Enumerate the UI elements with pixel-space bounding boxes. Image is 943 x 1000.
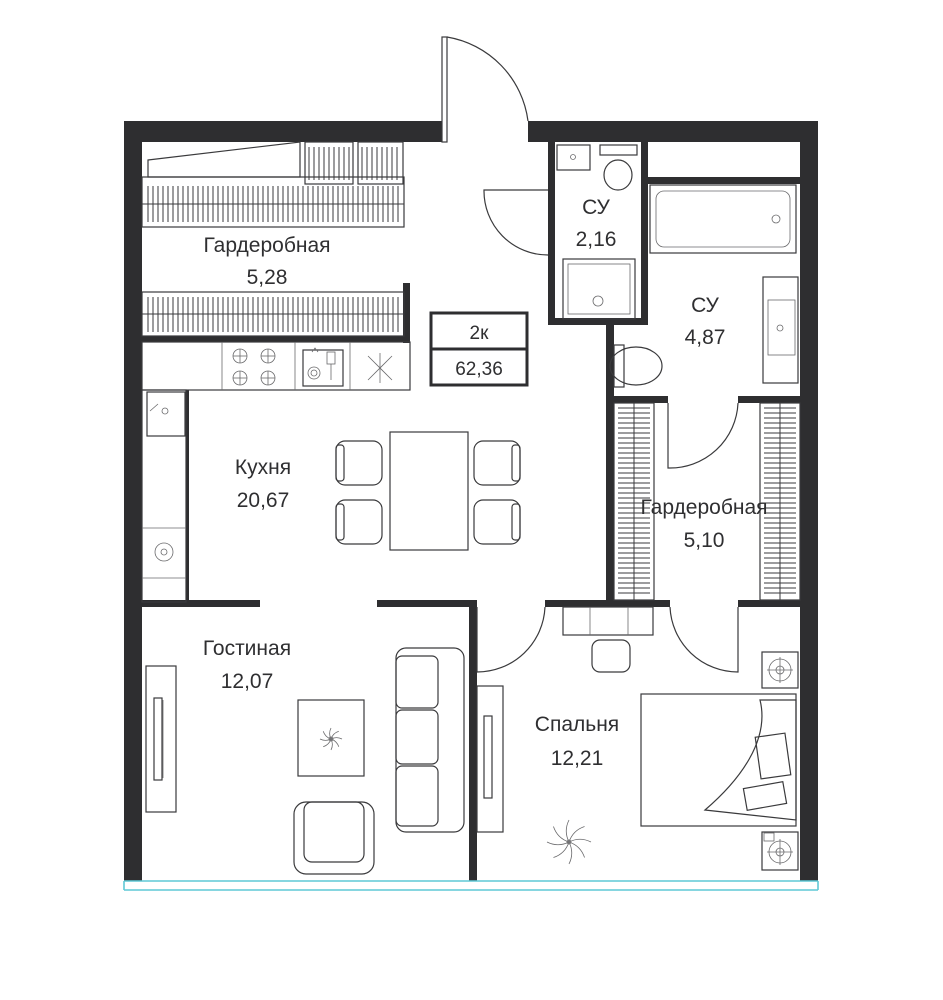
walls: [124, 121, 818, 881]
tv-unit: [145, 665, 177, 813]
room-area-bathroom-1: 2,16: [576, 228, 617, 251]
wardrobe-1-hanger-rails: [142, 147, 404, 332]
room-area-bedroom: 12,21: [551, 747, 604, 770]
bedside-table-top-icon: [761, 651, 799, 689]
room-name-living-room: Гостиная: [203, 637, 291, 660]
wardrobe-2-bedroom-door-swing-icon: [669, 606, 739, 673]
kitchen-counter-top: [141, 341, 411, 391]
room-area-wardrobe-2: 5,10: [684, 529, 725, 552]
kitchen-bedroom-door-swing-icon: [476, 606, 546, 673]
coffee-table: [297, 699, 365, 777]
room-area-kitchen: 20,67: [237, 489, 290, 512]
dining-table: [389, 431, 469, 551]
room-area-bathroom-2: 4,87: [685, 326, 726, 349]
room-name-bathroom-1: СУ: [582, 196, 610, 219]
entrance-door-icon: [441, 36, 529, 143]
kitchen-side-counter: [141, 389, 187, 603]
apartment-summary-box: [429, 311, 529, 387]
room-area-living-room: 12,07: [221, 670, 274, 693]
su1-fixtures: [556, 144, 638, 320]
bed: [640, 693, 797, 827]
bedroom-tv-unit: [476, 685, 504, 833]
room-name-kitchen: Кухня: [235, 456, 291, 479]
room-labels: Гардеробная 5,28 СУ 2,16 СУ 4,87 Кухня 2…: [203, 196, 768, 770]
armchair: [293, 801, 375, 875]
dining-chairs: [335, 440, 521, 545]
room-name-bathroom-2: СУ: [691, 294, 719, 317]
apartment-total-area: 62,36: [455, 359, 503, 380]
apartment-type-label: 2к: [470, 323, 490, 344]
hood-icon: [367, 353, 393, 383]
wardrobe-2-hanger-rails: [618, 403, 796, 600]
room-area-wardrobe-1: 5,28: [247, 266, 288, 289]
bedside-table-bottom-icon: [761, 831, 799, 871]
plant-icon: [546, 819, 592, 865]
window-glazing: [123, 880, 819, 891]
bedroom-desk: [562, 606, 654, 673]
su1-door-swing-icon: [483, 189, 549, 256]
room-name-wardrobe-2: Гардеробная: [640, 496, 767, 519]
stove-icon: [232, 348, 276, 386]
su2-fixtures: [609, 184, 799, 388]
room-name-wardrobe-1: Гардеробная: [203, 234, 330, 257]
sink-icon: [302, 347, 344, 387]
sofa: [395, 647, 465, 833]
room-name-bedroom: Спальня: [535, 713, 619, 736]
